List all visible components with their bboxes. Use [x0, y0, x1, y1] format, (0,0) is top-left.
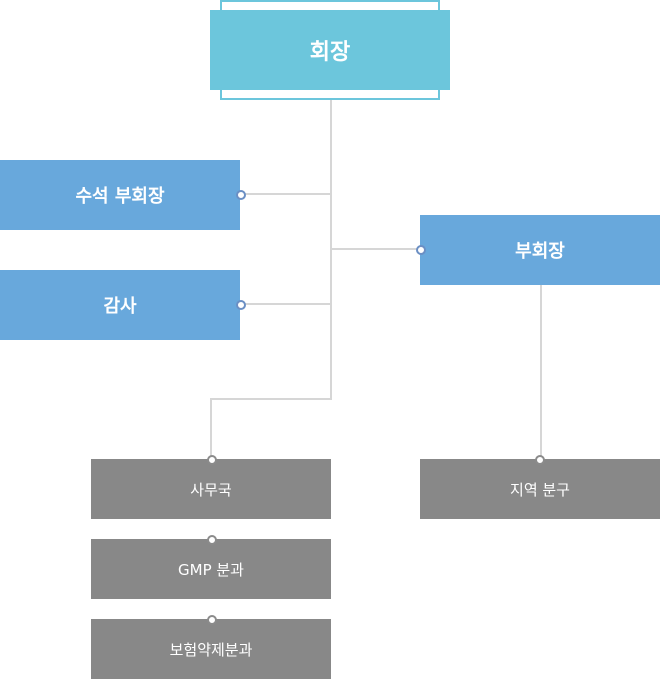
- auditor-dot: [236, 300, 246, 310]
- regional-branch-dot: [535, 455, 545, 465]
- auditor-label: 감사: [103, 296, 137, 317]
- gmp-committee-label: GMP 분과: [178, 560, 244, 579]
- insurance-committee-box: 보험약제분과: [91, 619, 331, 679]
- gmp-committee-box: GMP 분과: [91, 539, 331, 599]
- vice-chairman-dot: [416, 245, 426, 255]
- connector-vice: [330, 248, 420, 250]
- insurance-committee-label: 보험약제분과: [169, 640, 253, 659]
- auditor-box: 감사: [0, 270, 240, 340]
- chairman-box: 회장: [210, 10, 450, 90]
- connector-regional: [540, 285, 542, 460]
- insurance-committee-dot: [207, 615, 217, 625]
- connector-bottom-horizontal: [210, 398, 332, 400]
- connector-auditor: [240, 303, 332, 305]
- vice-chairman-box: 부회장: [420, 215, 660, 285]
- connector-secretariat: [210, 398, 212, 460]
- regional-branch-label: 지역 분구: [510, 480, 570, 499]
- gmp-committee-dot: [207, 535, 217, 545]
- connector-senior-vice: [240, 193, 332, 195]
- secretariat-box: 사무국: [91, 459, 331, 519]
- vice-chairman-label: 부회장: [515, 241, 565, 262]
- chairman-label: 회장: [309, 40, 351, 65]
- senior-vice-chairman-dot: [236, 190, 246, 200]
- secretariat-dot: [207, 455, 217, 465]
- secretariat-label: 사무국: [190, 480, 232, 499]
- regional-branch-box: 지역 분구: [420, 459, 660, 519]
- senior-vice-chairman-label: 수석 부회장: [75, 186, 165, 207]
- connector-main-vertical: [330, 90, 332, 400]
- senior-vice-chairman-box: 수석 부회장: [0, 160, 240, 230]
